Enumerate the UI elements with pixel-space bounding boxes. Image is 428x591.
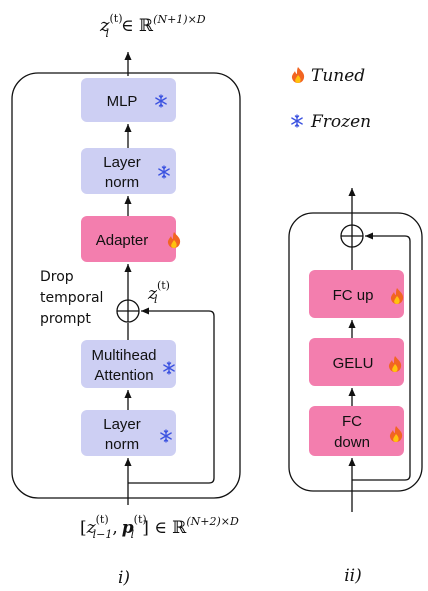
multihead-line1: Multihead xyxy=(91,347,156,364)
output-label: z(t)l∈ ℝ(N+1)×D xyxy=(99,12,206,40)
input-label: [z(t)l−1,p(t)l] ∈ ℝ(N+2)×D xyxy=(80,513,239,541)
diagram-i-frame xyxy=(11,72,241,499)
adapter-block: Adapter xyxy=(81,216,181,262)
side-note-line3: prompt xyxy=(40,311,91,327)
caption-i: i) xyxy=(118,568,130,588)
multihead-attention-block: Multihead Attention xyxy=(81,340,176,388)
legend-frozen-label: Frozen xyxy=(310,112,371,132)
mlp-block: MLP xyxy=(81,78,176,122)
adapter-label: Adapter xyxy=(96,232,149,249)
adapter-add-node xyxy=(340,224,364,248)
legend: Tuned Frozen xyxy=(291,66,371,132)
diagram-i: z(t)l∈ ℝ(N+1)×D MLP Layer norm Adapter xyxy=(11,12,241,588)
fc-down-block: FC down xyxy=(309,406,404,456)
fire-icon xyxy=(291,67,305,83)
legend-tuned-label: Tuned xyxy=(311,66,365,86)
side-note-line2: temporal xyxy=(40,290,103,306)
side-note-line1: Drop xyxy=(40,269,74,285)
layer-norm-bottom-line1: Layer xyxy=(103,416,141,433)
fc-down-line2: down xyxy=(334,434,370,451)
caption-ii: ii) xyxy=(344,566,362,586)
fc-up-label: FC up xyxy=(333,287,374,304)
layer-norm-top-line2: norm xyxy=(105,174,139,191)
multihead-line2: Attention xyxy=(94,367,153,384)
layer-norm-top-line1: Layer xyxy=(103,154,141,171)
fc-down-line1: FC xyxy=(342,413,362,430)
gelu-block: GELU xyxy=(309,338,404,386)
layer-norm-top-block: Layer norm xyxy=(81,148,176,194)
layer-norm-bottom-line2: norm xyxy=(105,436,139,453)
skip-connection xyxy=(352,232,411,481)
residual-add-node xyxy=(116,299,140,323)
residual-connection xyxy=(128,307,215,484)
diagram-ii-frame xyxy=(288,212,423,492)
diagram-ii: FC up GELU FC down ii) xyxy=(288,188,423,586)
mlp-label: MLP xyxy=(107,93,138,110)
mid-z-label: z(t)l xyxy=(147,279,170,306)
drop-temporal-prompt-note: Drop temporal prompt xyxy=(40,269,103,327)
snowflake-icon xyxy=(291,114,303,128)
fc-up-block: FC up xyxy=(309,270,404,318)
gelu-label: GELU xyxy=(333,355,374,372)
layer-norm-bottom-block: Layer norm xyxy=(81,410,176,456)
